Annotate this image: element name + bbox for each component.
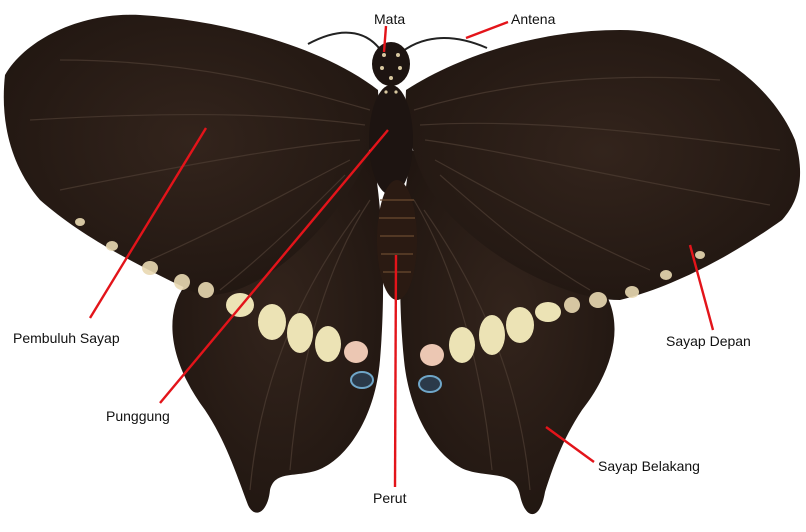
- left-antenna: [308, 33, 384, 55]
- label-perut: Perut: [373, 490, 406, 506]
- label-punggung: Punggung: [106, 408, 170, 424]
- leader-perut: [395, 255, 396, 487]
- right-antenna: [398, 38, 487, 55]
- label-mata: Mata: [374, 11, 405, 27]
- label-sayap-belakang: Sayap Belakang: [598, 458, 700, 474]
- label-sayap-depan: Sayap Depan: [666, 333, 751, 349]
- label-antena: Antena: [511, 11, 555, 27]
- leader-antena: [466, 22, 508, 38]
- label-pembuluh-sayap: Pembuluh Sayap: [13, 330, 120, 346]
